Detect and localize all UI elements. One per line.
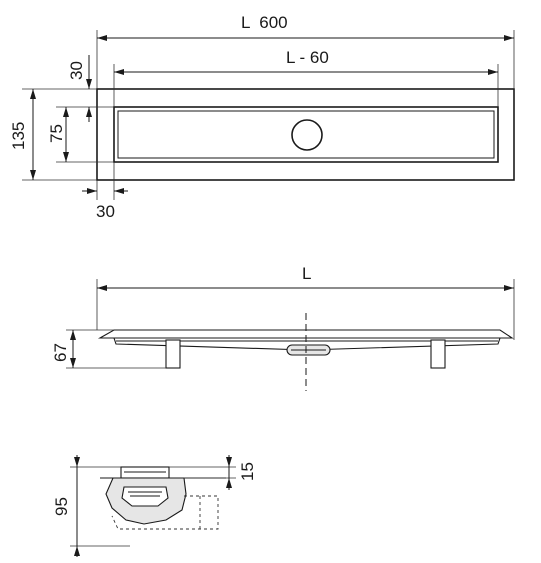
width-dimension: 135 [9,88,97,181]
section-frame-label: 15 [238,462,257,481]
top-offset-dimension: 30 [67,55,92,122]
section-depth-dimension: 95 [52,455,130,557]
overall-length-label: L 600 [241,13,288,32]
bottom-offset-dimension: 30 [82,162,128,221]
section-view: 95 15 [52,455,257,557]
support-leg-left [165,339,181,369]
grate-width-label: 75 [47,124,66,143]
inner-length-label: L - 60 [286,48,329,67]
side-length-dimension: L [96,264,515,340]
section-outlet-dashed [111,495,219,530]
inner-length-dimension: L - 60 [113,48,499,107]
channel-top-plate [97,329,514,339]
drain-outer-frame [96,88,515,181]
top-offset-label: 30 [67,61,86,80]
side-view: L 67 [51,264,515,391]
overall-length-dimension: L 600 [96,13,515,89]
support-leg-right [430,339,446,369]
width-label: 135 [9,122,28,150]
section-frame-dimension: 15 [169,455,257,490]
drain-grate-inner [117,110,495,159]
outlet-circle [291,119,323,151]
side-height-label: 67 [51,343,70,362]
section-depth-label: 95 [52,497,71,516]
side-height-dimension: 67 [51,329,166,369]
top-view: L 600 L - 60 135 75 [9,13,515,221]
bottom-offset-label: 30 [96,202,115,221]
drain-grate [113,106,499,163]
grate-width-dimension: 75 [47,106,114,163]
side-length-label: L [302,264,311,283]
